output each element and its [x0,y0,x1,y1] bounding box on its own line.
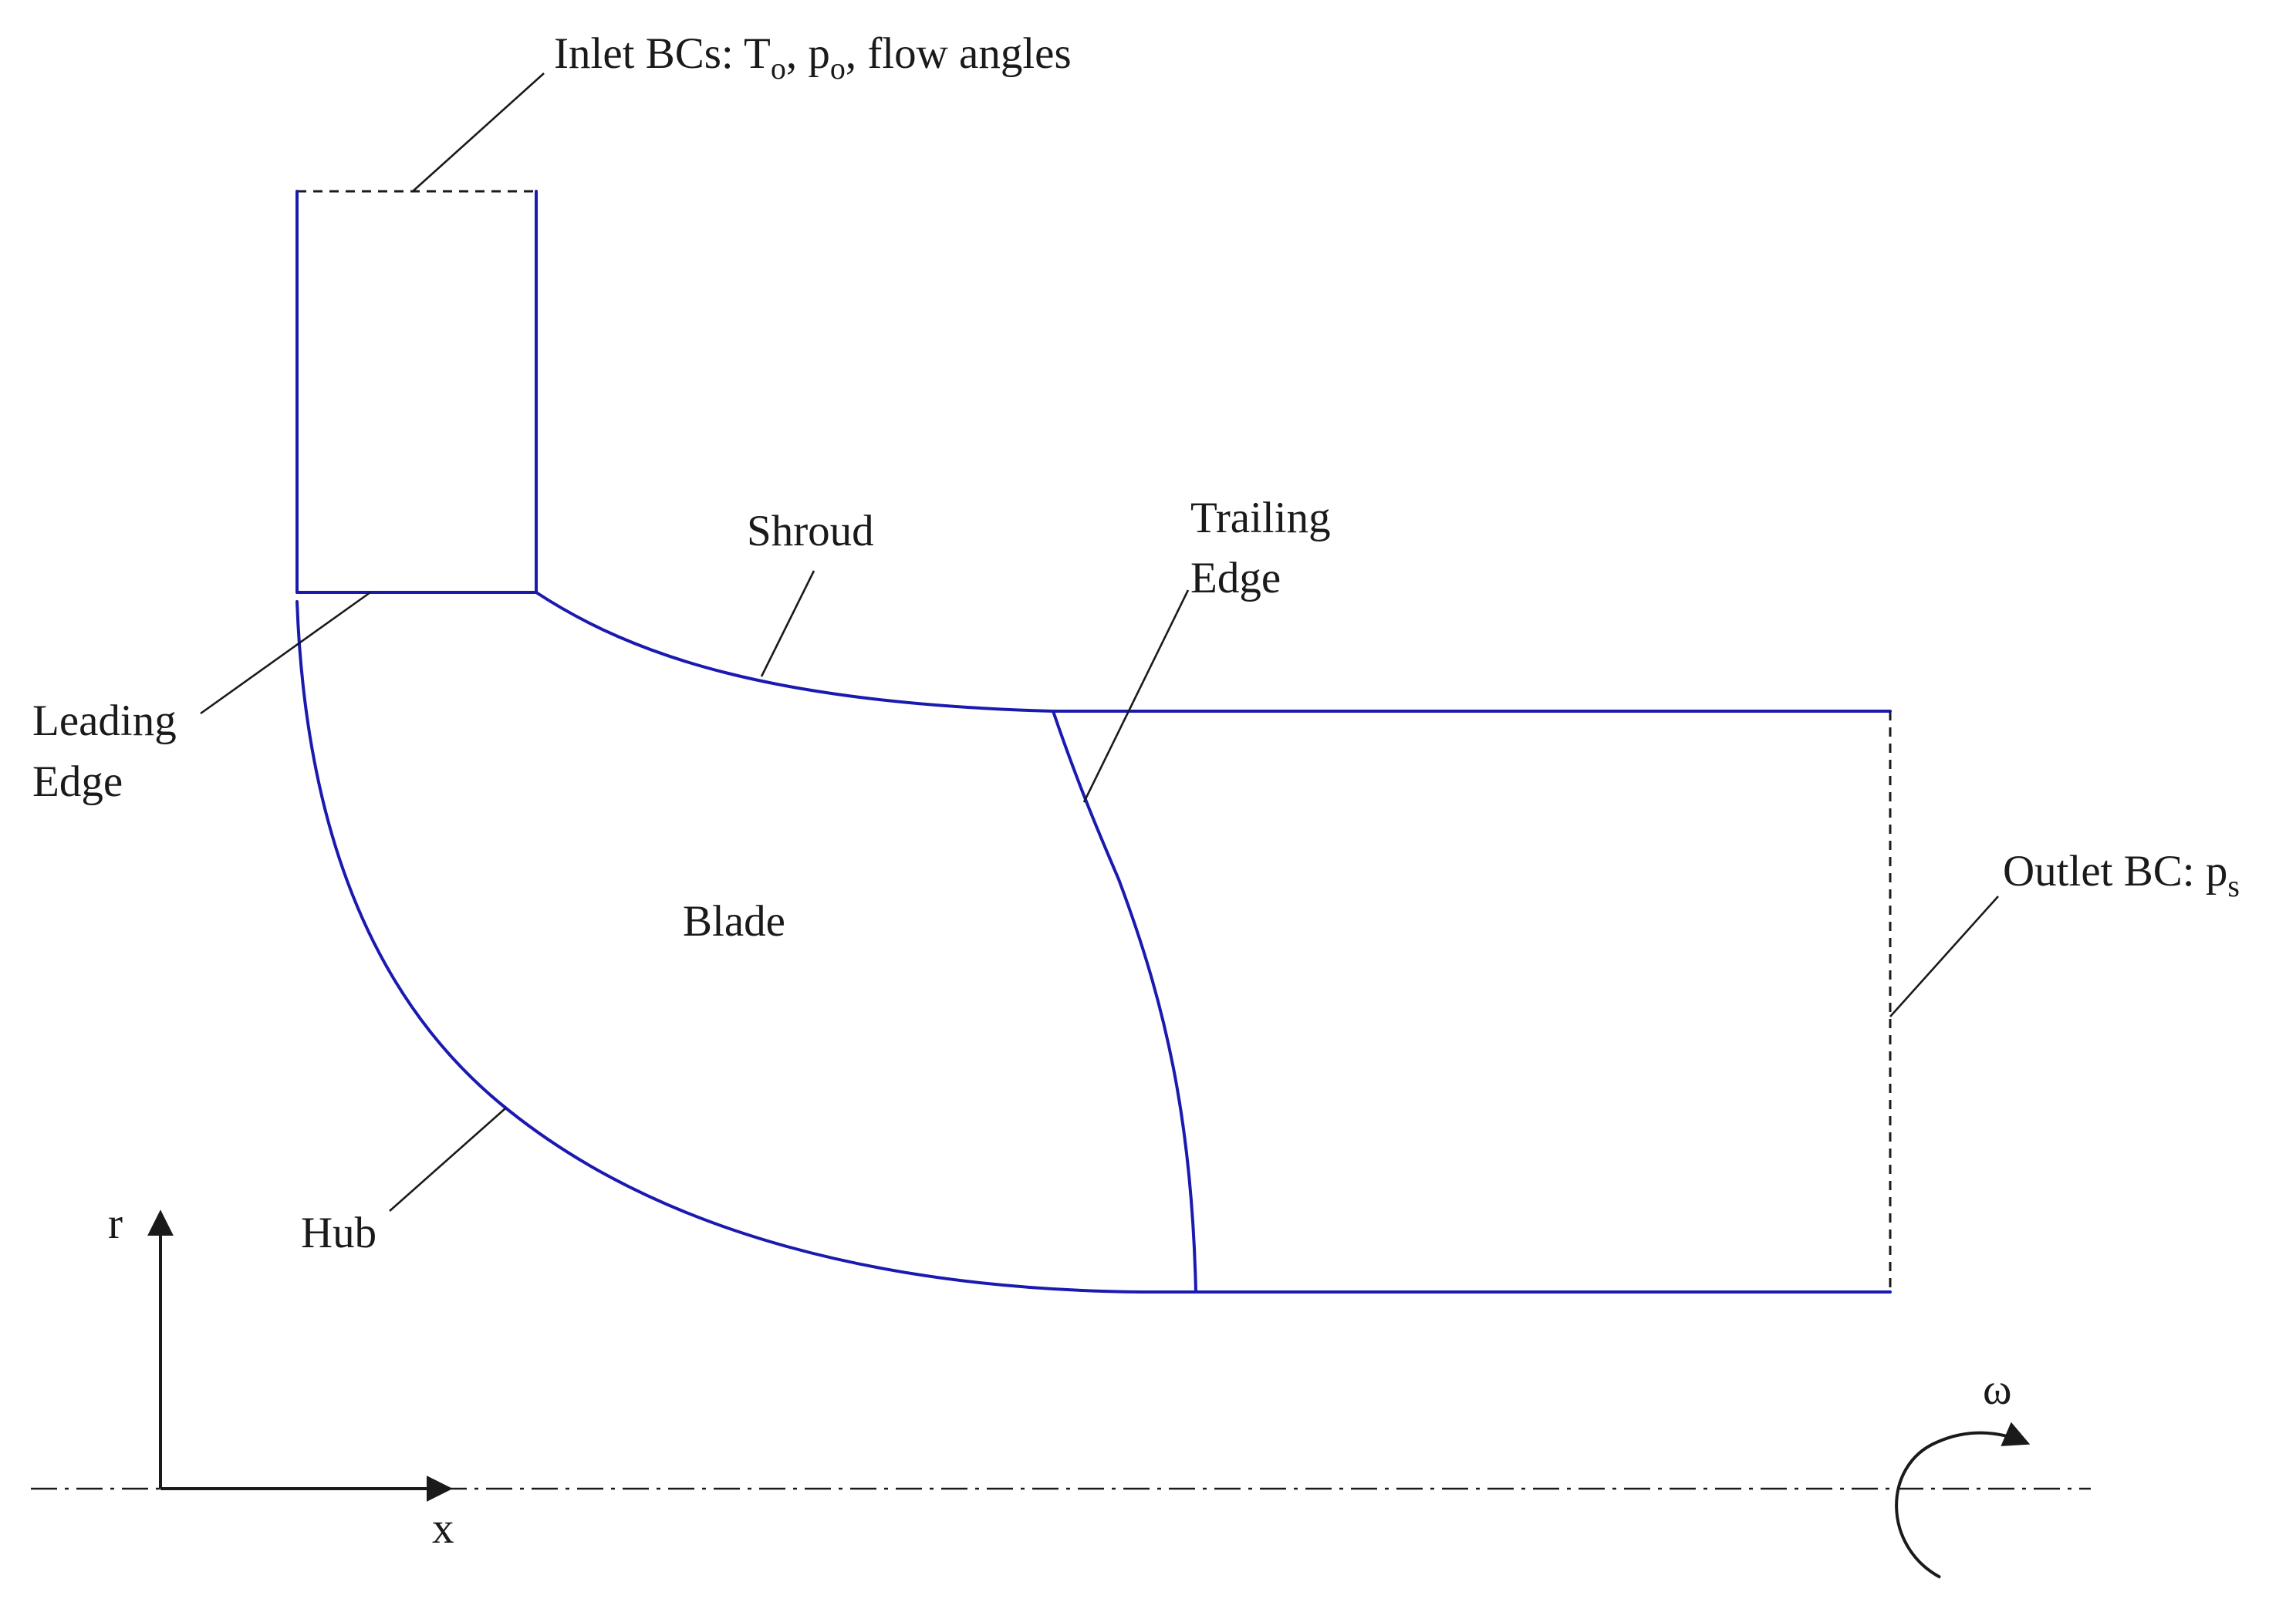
trailing-edge-label-line1: Trailing [1190,494,1331,542]
x-axis-label: x [432,1504,454,1553]
rotation-arrow-icon [1895,1422,2031,1579]
trailing-edge-curve [1052,710,1197,1294]
shroud-leader-line [760,570,815,677]
leading-edge-label-line1: Leading [32,697,177,745]
outlet-leader-line [1889,896,1999,1017]
inlet-bc-label: Inlet BCs: To, po, flow angles [554,29,1072,86]
hub-label: Hub [301,1209,376,1257]
inlet-duct [295,190,538,594]
shroud-curve [535,591,1055,713]
shroud-label: Shroud [747,507,874,555]
leading-edge-label-line2: Edge [32,757,123,806]
blade-label: Blade [683,897,785,946]
trailing-edge-leader-line [1082,589,1190,803]
inlet-leader-line [412,73,545,192]
outlet-bc-label: Outlet BC: ps [2003,847,2240,903]
trailing-edge-label-line2: Edge [1190,554,1281,602]
hub-leader-line [389,1108,506,1212]
hub-curve [295,600,1143,1294]
r-axis-label: r [108,1199,123,1248]
omega-label: ω [1983,1365,2012,1414]
leading-edge-leader-line [200,591,371,715]
